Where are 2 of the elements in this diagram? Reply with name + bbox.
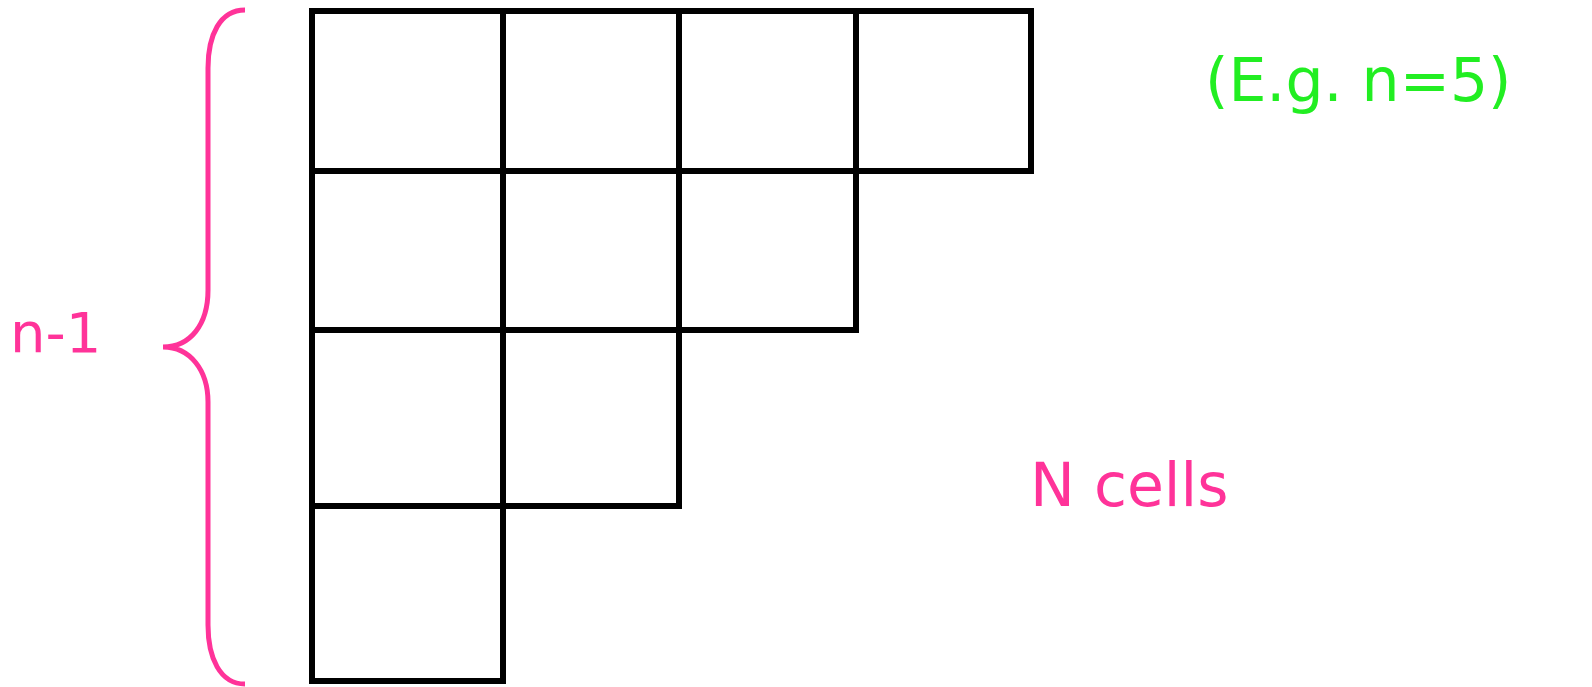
cell-count-label: N cells (1030, 455, 1229, 515)
brace-label: n-1 (10, 305, 102, 361)
